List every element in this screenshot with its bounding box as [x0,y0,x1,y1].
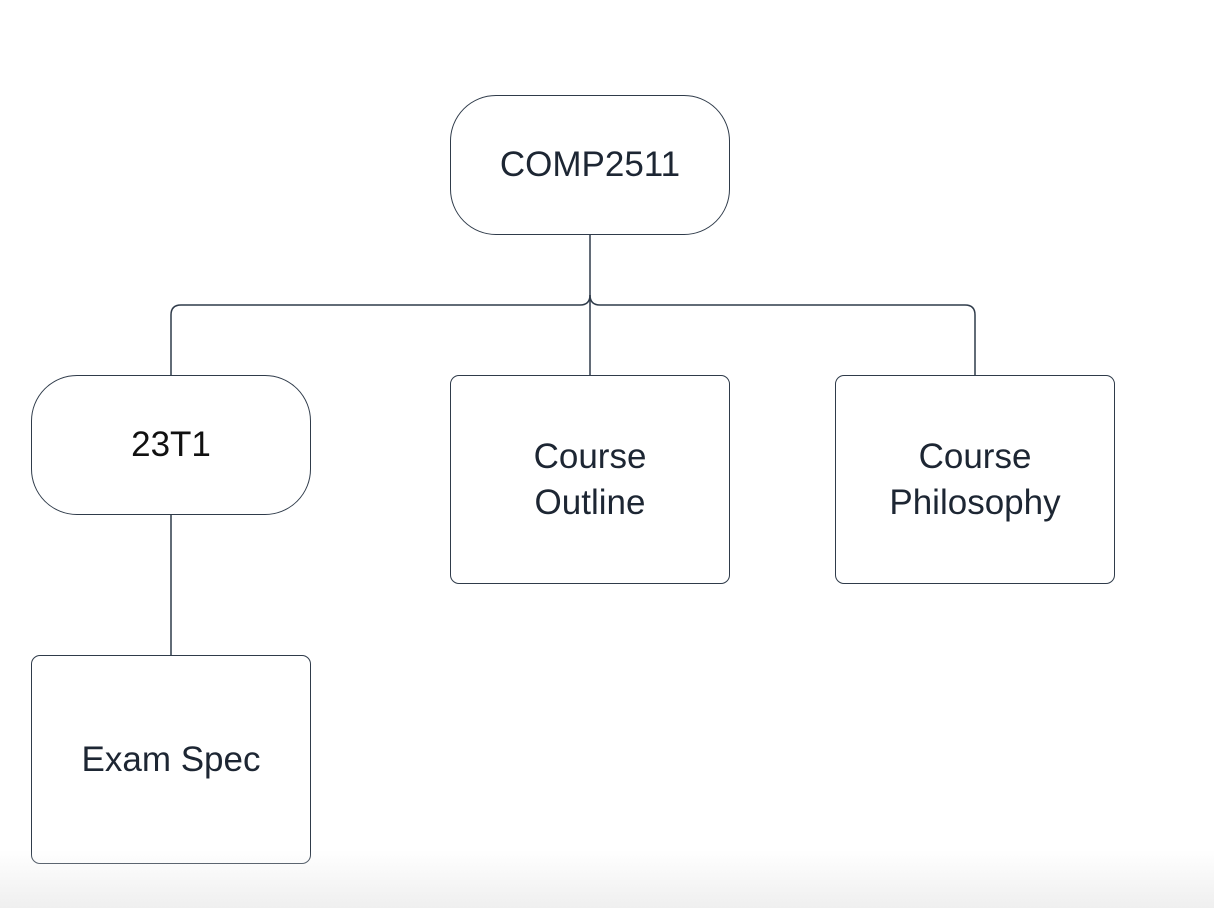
node-course-outline: Course Outline [450,375,730,584]
node-exam-spec: Exam Spec [31,655,311,864]
node-course-philosophy-label: Course Philosophy [889,436,1061,522]
node-comp2511-label: COMP2511 [499,145,681,184]
node-23t1-label: 23T1 [131,425,211,464]
node-course-philosophy: Course Philosophy [835,375,1115,584]
node-course-outline-label: Course Outline [533,436,647,522]
connector-root-to-philosophy [589,294,976,375]
connector-root-to-term [170,294,591,375]
node-23t1: 23T1 [31,375,311,515]
bottom-shadow [0,850,1214,908]
node-comp2511: COMP2511 [450,95,730,235]
node-exam-spec-label: Exam Spec [81,739,261,779]
